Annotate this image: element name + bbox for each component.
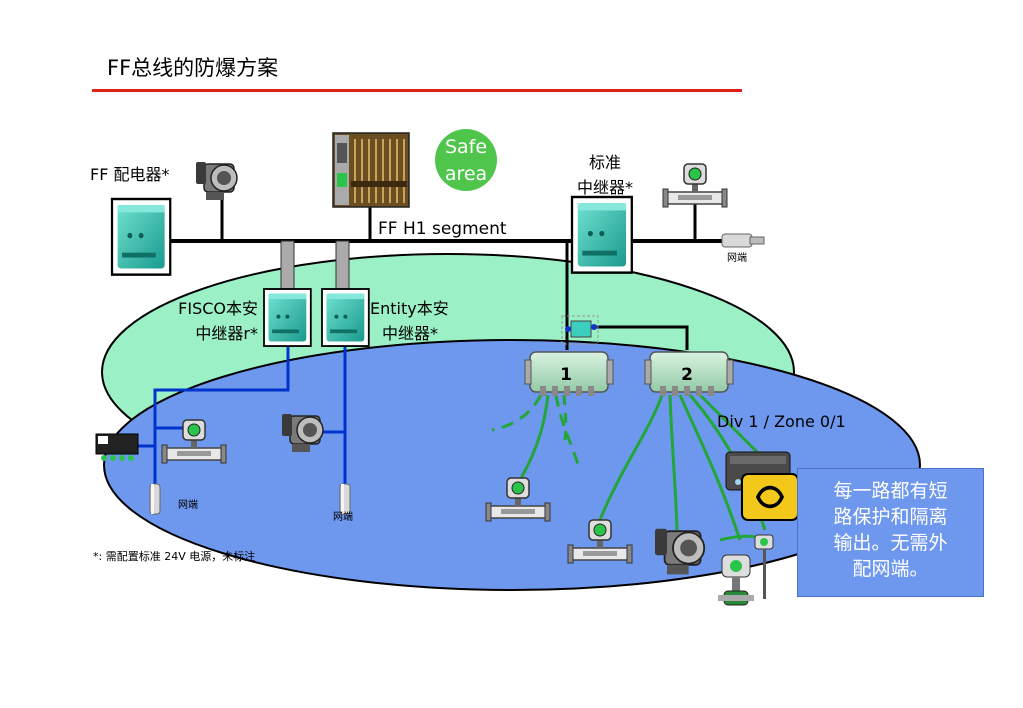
zone-label: Div 1 / Zone 0/1 [717, 412, 846, 431]
standard-repeater [570, 195, 634, 274]
terminator-label-trunk: 网端 [727, 251, 747, 264]
ex-warning-sign [741, 473, 799, 521]
pressure-transmitter-top [195, 161, 238, 201]
ff-power-module [110, 197, 172, 276]
note-line-2: 路保护和隔离 [833, 506, 948, 528]
jb1-spurs [491, 394, 582, 481]
entity-label-2: 中继器* [382, 324, 438, 343]
note-line-4: 配网端。 [852, 558, 929, 580]
control-valve [718, 554, 754, 606]
terminator-label-left: 网端 [178, 498, 198, 511]
entity-repeater [321, 288, 370, 347]
note-box: 每一路都有短 路保护和隔离 输出。无需外 配网端。 [797, 468, 984, 597]
coupler-to-jb2 [594, 325, 689, 350]
std-repeater-label-2: 中继器* [577, 178, 633, 197]
title-rule [92, 89, 742, 92]
probe-left [149, 483, 161, 515]
fisco-is-cable [153, 345, 290, 484]
std-repeater-label-1: 标准 [589, 153, 621, 172]
h1-segment-label: FF H1 segment [378, 219, 507, 239]
footnote: *: 需配置标准 24V 电源，未标注 [93, 549, 255, 563]
zone-blue-ellipse [103, 339, 921, 591]
fisco-label-2: 中继器r* [195, 324, 258, 343]
terminator-label-entity: 网端 [333, 510, 353, 523]
probe-entity [339, 483, 351, 515]
spur-coupler [561, 315, 599, 345]
fisco-repeater [263, 288, 312, 347]
note-line-3: 输出。无需外 [833, 532, 948, 554]
junction-1-label: 1 [560, 365, 572, 385]
spur-coupler-body [570, 320, 592, 338]
slide-title: FF总线的防爆方案 [107, 56, 279, 80]
field-junction-block [95, 433, 139, 461]
fisco-label-1: FISCO本安 [178, 299, 258, 318]
safe-area-badge [435, 129, 497, 191]
entity-riser [335, 240, 350, 290]
safe-area-label-1: Safe [445, 136, 487, 158]
junction-2-label: 2 [681, 365, 693, 385]
fisco-riser [280, 240, 295, 290]
temperature-sensor [754, 534, 774, 599]
trunk-terminator [721, 233, 765, 248]
note-line-1: 每一路都有短 [833, 480, 948, 502]
flowmeter-top-right [662, 163, 728, 208]
ff-power-label: FF 配电器* [90, 165, 170, 184]
entity-label-1: Entity本安 [370, 299, 449, 318]
control-system-rack [332, 132, 410, 208]
safe-area-label-2: area [445, 163, 487, 185]
